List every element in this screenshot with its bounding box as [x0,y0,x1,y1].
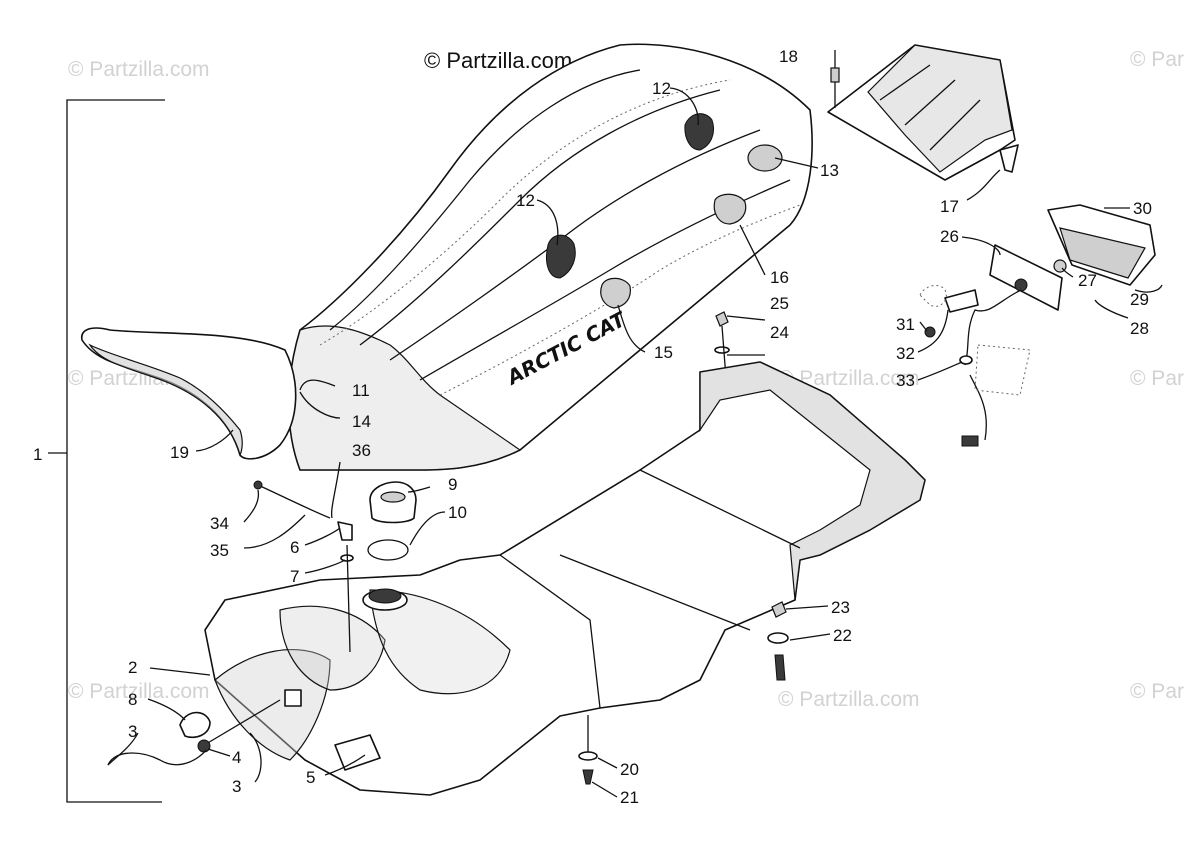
gasket [367,539,409,561]
callout-7: 7 [290,567,299,586]
leader-lines [107,50,1163,798]
washer [767,632,789,644]
grab-handle [546,234,576,279]
callout-14: 14 [352,412,371,431]
callout-29: 29 [1130,290,1149,309]
callout-3: 3 [128,722,137,741]
callout-16: 16 [770,268,789,287]
nut [771,601,787,618]
callout-19: 19 [170,443,189,462]
watermark: © Partzilla.com [778,367,920,390]
callout-9: 9 [448,475,457,494]
callout-27: 27 [1078,271,1097,290]
callout-34: 34 [210,514,229,533]
watermark: © Par [1130,680,1184,703]
knob [713,193,747,225]
callout-11: 11 [352,381,370,400]
sender-tube [205,699,281,745]
callout-31: 31 [896,315,915,334]
screw [582,769,594,785]
taillight-assembly [919,204,1156,447]
vent-hose [257,484,331,519]
knob [600,277,631,309]
callout-24: 24 [770,323,789,342]
callout-5: 5 [306,768,315,787]
fuel-tank [204,361,926,796]
callout-35: 35 [210,541,229,560]
washer [578,751,598,761]
callout-18: 18 [779,47,798,66]
callout-1: 1 [33,445,42,464]
callout-3: 3 [232,777,241,796]
callout-12: 12 [516,191,535,210]
seat-pad [747,144,783,172]
callout-28: 28 [1130,319,1149,338]
watermark: © Partzilla.com [68,58,210,81]
callout-30: 30 [1133,199,1152,218]
callout-36: 36 [352,441,371,460]
callout-12: 12 [652,79,671,98]
callout-4: 4 [232,748,241,767]
copyright-text: © Partzilla.com [424,48,572,73]
bolt [774,654,786,681]
callout-33: 33 [896,371,915,390]
assembly-bracket [66,99,165,803]
callout-2: 2 [128,658,137,677]
clamp [179,711,211,739]
callout-22: 22 [833,626,852,645]
nut [715,311,729,327]
callout-23: 23 [831,598,850,617]
callout-21: 21 [620,788,639,807]
callout-32: 32 [896,344,915,363]
clip [334,734,381,771]
fitting [284,689,302,707]
callout-20: 20 [620,760,639,779]
callout-6: 6 [290,538,299,557]
callout-17: 17 [940,197,959,216]
watermark: © Partzilla.com [778,688,920,711]
callout-8: 8 [128,690,137,709]
callout-26: 26 [940,227,959,246]
callout-25: 25 [770,294,789,313]
fitting [197,739,211,753]
watermark: © Partzilla.com [68,680,210,703]
callout-13: 13 [820,161,839,180]
watermark: © Par [1130,367,1184,390]
callout-10: 10 [448,503,467,522]
screw-head [830,67,840,83]
washer [714,346,730,354]
rear-bracket [827,44,1019,181]
vent-fitting [337,521,353,541]
callout-15: 15 [654,343,673,362]
watermark: © Par [1130,48,1184,71]
callout-labels: 1 2 3 3 4 5 6 7 8 9 10 11 12 12 13 14 15… [33,47,1152,807]
